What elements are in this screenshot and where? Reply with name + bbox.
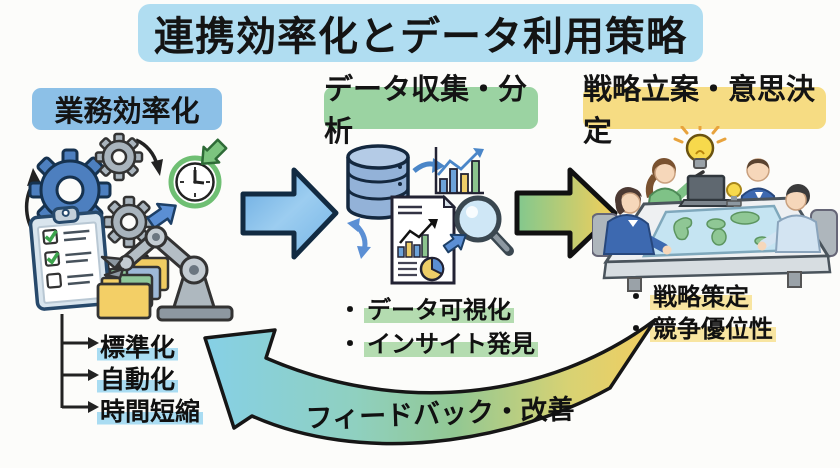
clipboard-checklist-icon (28, 205, 111, 311)
section-header-efficiency: 業務効率化 (32, 88, 222, 130)
bullet-mark: ・ (624, 283, 648, 311)
sync-arrow-icon (347, 218, 371, 259)
clock-icon (168, 155, 222, 209)
list-item-insight: ・ インサイト発見 (338, 324, 538, 359)
bullet-mark: ・ (338, 296, 362, 324)
list-item-strategy: ・ 戦略策定 (624, 277, 752, 312)
person-left-blue-blazer (602, 187, 672, 255)
list-item-advantage: ・ 競争優位性 (624, 309, 776, 344)
page-title: 連携効率化とデータ利用策略 (138, 4, 703, 62)
branch-item-time-saving: 時間短縮 (97, 392, 204, 428)
small-gear-top-icon (94, 132, 144, 182)
lightbulb-icon (673, 126, 727, 169)
branch-item-automation: 自動化 (97, 360, 179, 396)
magnifier-icon (454, 195, 514, 256)
folders-icon (96, 250, 170, 320)
laptop-icon (678, 174, 734, 207)
section-header-data-analysis: データ収集・分析 (324, 72, 538, 148)
strategy-illustration (592, 126, 838, 292)
green-arrow-icon (200, 138, 228, 166)
bullet-mark: ・ (338, 330, 362, 358)
feedback-arrow-icon (203, 318, 657, 446)
flow-arrow-1-icon (240, 167, 339, 260)
idea-trophy-icon (726, 182, 742, 207)
person-right-shirt (757, 184, 822, 253)
report-document-icon (390, 194, 457, 285)
list-item-data-viz: ・ データ可視化 (338, 290, 514, 325)
data-analysis-illustration (346, 144, 514, 285)
to-magnifier-arrow-icon (442, 233, 467, 254)
branch-item-standardization: 標準化 (97, 328, 179, 364)
section-header-strategy: 戦略立案・意思決定 (583, 72, 826, 148)
branch-arrows-icon (60, 314, 99, 413)
bar-chart-icon (434, 147, 484, 195)
efficiency-illustration (24, 132, 234, 322)
robot-arm-icon (100, 225, 234, 322)
